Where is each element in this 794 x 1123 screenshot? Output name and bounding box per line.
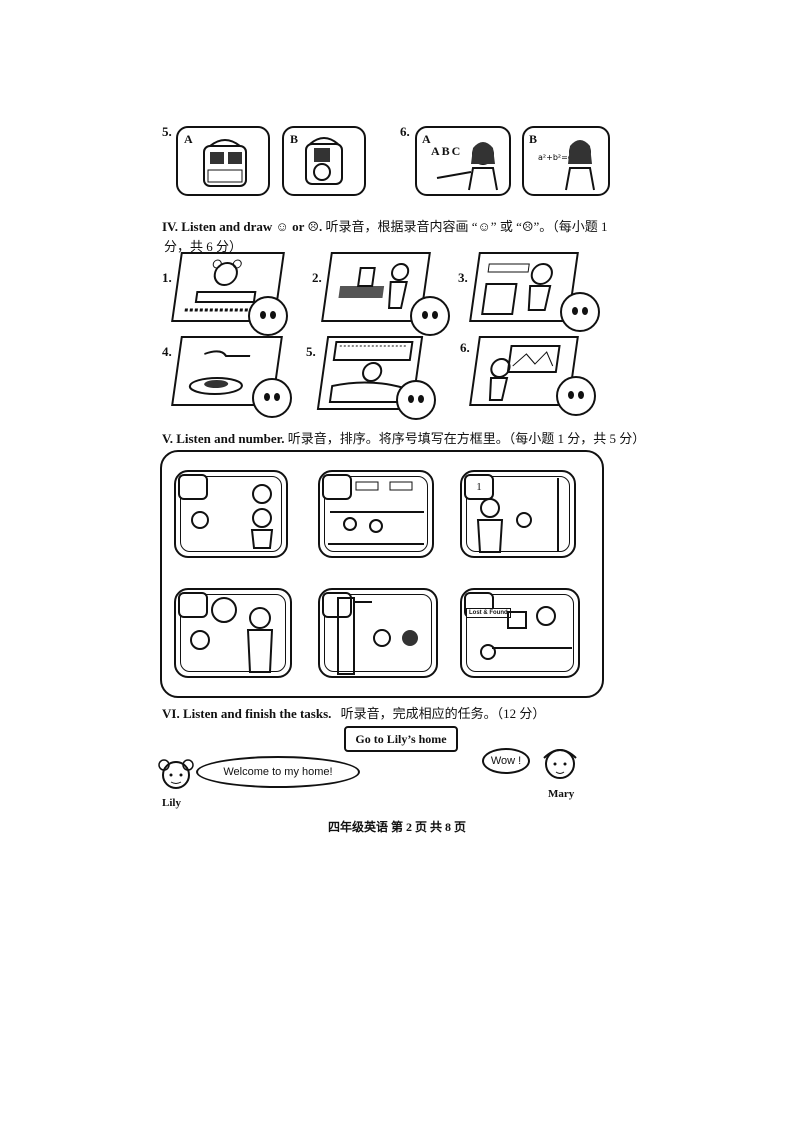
q5-option-b-label: B [290,132,299,146]
section5-heading-en: V. Listen and number. [162,431,285,446]
q6-board-text: ABC [431,144,463,158]
q5-option-a-label: A [184,132,193,146]
plate-food-icon [188,350,251,395]
svg-text:a²+b²=c²: a²+b²=c² [538,153,575,162]
lily-avatar-icon [158,759,194,789]
q6-option-a-label: A [422,132,431,146]
lily-name: Lily [162,797,181,809]
s4-item-5-number: 5. [306,344,316,359]
section4-heading-cn-line2: 分，共 6 分） [164,239,243,254]
boy-with-picture-icon [488,345,561,401]
s4-item-1-face-box[interactable] [248,296,288,336]
s4-item-3-number: 3. [458,270,468,285]
schoolbag-icon [203,139,247,187]
s5-picture-4 [174,588,292,678]
mary-speech-bubble: Wow ! [482,748,530,774]
s4-item-1-number: 1. [162,270,172,285]
q6-option-b-label: B [529,132,538,146]
bag-with-ball-icon [305,137,343,185]
s4-item-4-picture [171,336,283,406]
teacher-and-student-icon [476,478,559,553]
section4-heading-cn: 听录音，根据录音内容画 “☺” 或 “☹”。（每小题 1 [325,219,608,234]
s4-item-2-face-box[interactable] [410,296,450,336]
mary-name: Mary [548,788,575,800]
s5-picture-4-number-box[interactable] [178,592,208,618]
s5-picture-3-number-box[interactable]: 1 [464,474,494,500]
s5-picture-6: Lost & Found [460,588,580,678]
page-footer: 四年级英语 第 2 页 共 8 页 [327,820,466,834]
s4-item-4-number: 4. [162,344,172,359]
children-at-door-icon [337,597,418,675]
s4-item-2-picture [321,252,431,322]
dining-hall-icon [328,481,424,545]
s4-item-6-number: 6. [460,340,470,355]
question-6-number: 6. [400,124,410,139]
q6-option-b-picture[interactable]: B a²+b²=c² [522,126,610,196]
s4-item-2-number: 2. [312,270,322,285]
mary-avatar-icon [543,749,577,779]
q6-option-a-picture[interactable]: A ABC [415,126,511,196]
section5-container: 1 Lost & Found [160,450,604,698]
s5-picture-3: 1 [460,470,576,558]
s4-item-6-face-box[interactable] [556,376,596,416]
children-talking-icon [191,484,274,549]
s4-item-3-face-box[interactable] [560,292,600,332]
question-5-number: 5. [162,124,172,139]
q5-option-a-picture[interactable]: A [176,126,270,196]
lily-speech-bubble: Welcome to my home! [196,756,360,788]
family-group-icon [190,597,274,673]
s5-picture-2 [318,470,434,558]
math-teacher-icon: a²+b²=c² [538,140,595,191]
teacher-icon [436,142,498,191]
q5-option-b-picture[interactable]: B [282,126,366,196]
s4-item-6-picture [469,336,579,406]
section6-heading-cn: 听录音，完成相应的任务。（12 分） [340,706,546,721]
s5-picture-1 [174,470,288,558]
s4-item-5-face-box[interactable] [396,380,436,420]
s4-item-3-picture [469,252,579,322]
section6-heading-en: VI. Listen and finish the tasks. [162,706,332,721]
s5-picture-1-number-box[interactable] [178,474,208,500]
section4-heading-en: IV. Listen and draw ☺ or ☹. [162,219,323,234]
s5-picture-5 [318,588,438,678]
lost-and-found-desk-icon [480,606,572,660]
s5-picture-2-number-box[interactable] [322,474,352,500]
kitchen-boy-icon [481,263,553,315]
go-to-lilys-home-button[interactable]: Go to Lily’s home [344,726,458,752]
boy-at-desk-icon [338,263,410,309]
s4-item-4-face-box[interactable] [252,378,292,418]
section5-heading-cn: 听录音，排序。将序号填写在方框里。（每小题 1 分，共 5 分） [287,431,646,446]
